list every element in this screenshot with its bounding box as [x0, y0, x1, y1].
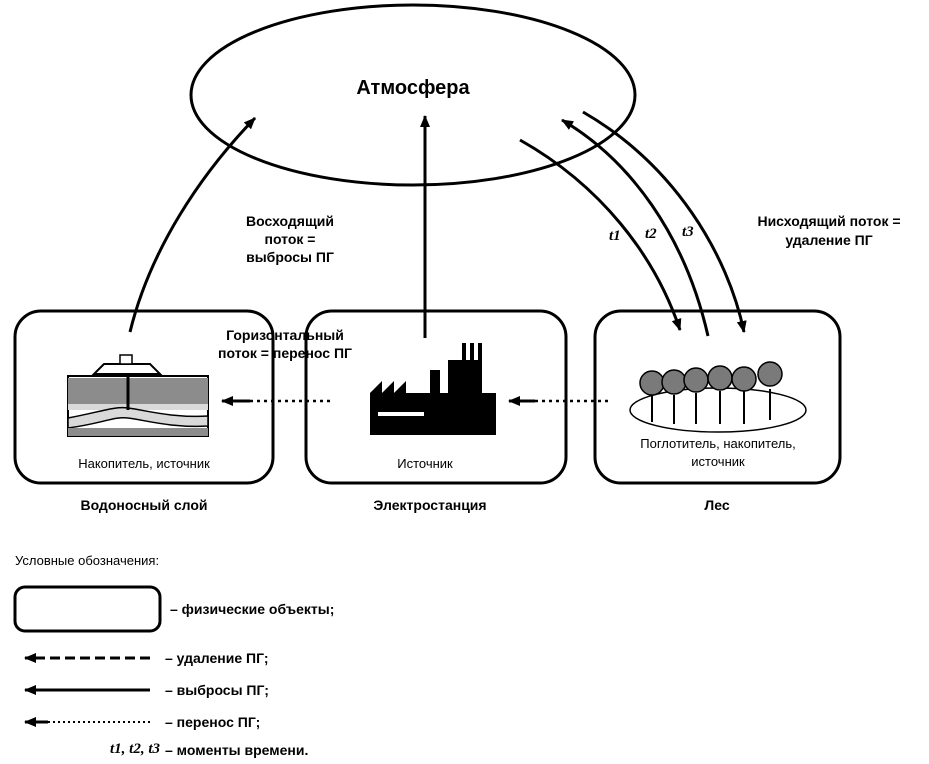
downward-flow-label-2: удаление ПГ: [785, 232, 873, 248]
upward-flow-label-3: выбросы ПГ: [246, 249, 334, 265]
forest-removal-arrow-t1: [519, 138, 682, 331]
forest-emission-arrow-t2: [561, 118, 710, 337]
legend-transfer-text: – перенос ПГ;: [165, 714, 261, 730]
forest-caption: Лес: [704, 497, 730, 513]
forest-removal-arrow-t3: [582, 110, 747, 333]
legend-physical-object-symbol: [13, 585, 162, 633]
downward-flow-label-1: Нисходящий поток =: [757, 213, 901, 229]
power-plant-caption: Электростанция: [373, 497, 487, 513]
forest-box: [593, 309, 842, 485]
aquifer-inner-label: Накопитель, источник: [78, 456, 210, 471]
forest-icon: [629, 361, 807, 433]
forest-inner-label-2: источник: [691, 454, 745, 469]
legend-removal-text: – удаление ПГ;: [165, 650, 269, 666]
time-label-t3: t3: [682, 224, 694, 240]
power-plant-inner-label: Источник: [397, 456, 453, 471]
atmosphere-ellipse: [189, 3, 637, 187]
aquifer-box: [13, 309, 275, 485]
upward-flow-label-1: Восходящий: [246, 213, 334, 229]
time-label-t2: t2: [645, 226, 657, 242]
aquifer-caption: Водоносный слой: [80, 497, 208, 513]
power-plant-box: [304, 309, 568, 485]
legend-physical-object-text: – физические объекты;: [170, 601, 335, 617]
upward-flow-label-2: поток =: [264, 231, 316, 247]
aquifer-illustration: [67, 354, 209, 437]
forest-inner-label-1: Поглотитель, накопитель,: [640, 436, 796, 451]
legend-emission-text: – выбросы ПГ;: [165, 682, 269, 698]
legend-title: Условные обозначения:: [15, 553, 160, 568]
horizontal-flow-label-2: поток = перенос ПГ: [218, 345, 352, 361]
horizontal-flow-label-1: Горизонтальный: [226, 327, 344, 343]
power-plant-icon: [370, 343, 496, 435]
time-label-t1: t1: [609, 228, 621, 244]
legend-times-symbol: t1, t2, t3: [109, 741, 160, 757]
atmosphere-label: Атмосфера: [356, 77, 470, 99]
legend-times-text: – моменты времени.: [165, 742, 309, 758]
aquifer-emission-arrow: [128, 116, 257, 333]
